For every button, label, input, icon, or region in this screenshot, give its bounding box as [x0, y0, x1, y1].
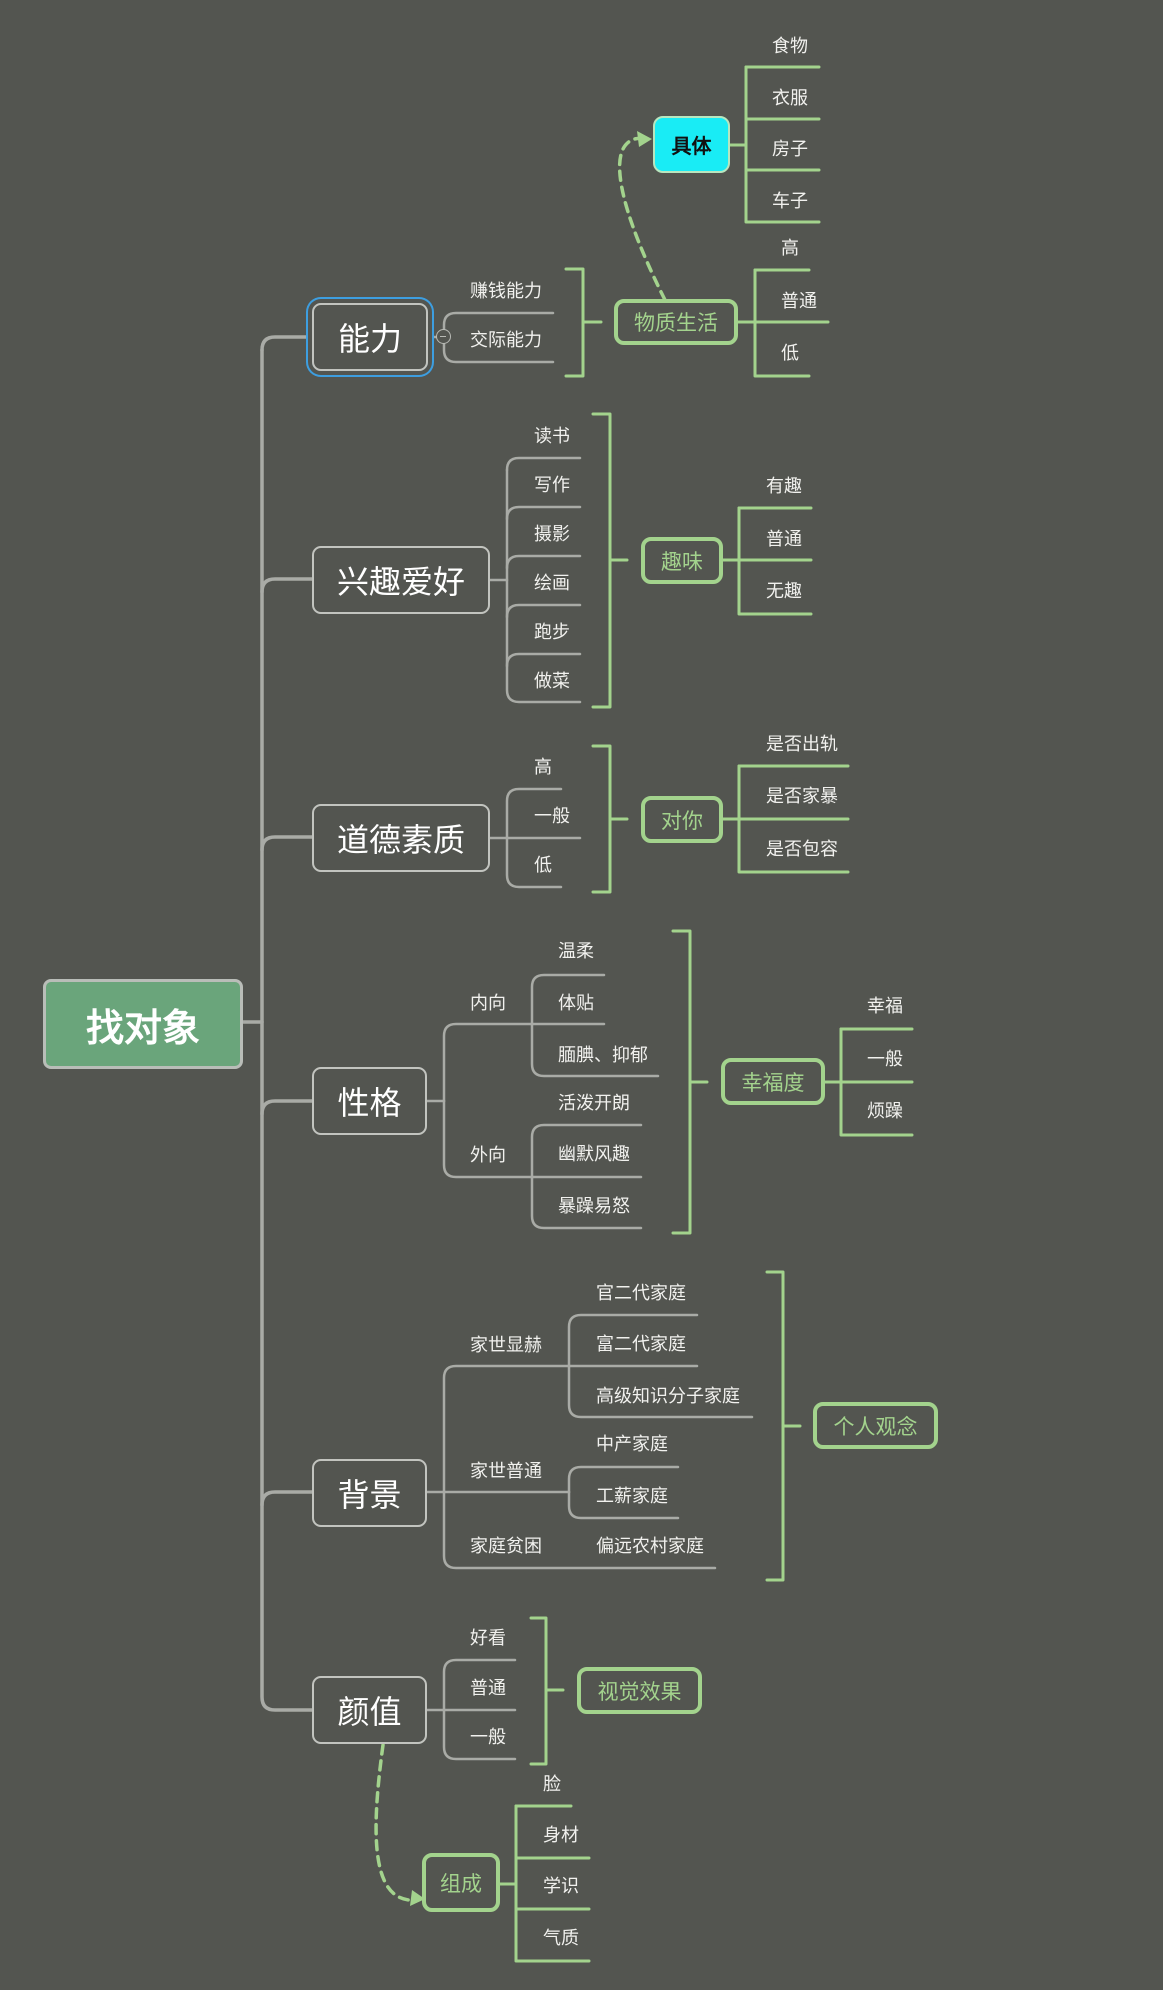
summary-brackets [497, 65, 914, 1963]
personality-group[interactable]: 外向 [470, 1145, 506, 1166]
composition-item[interactable]: 学识 [543, 1876, 579, 1897]
hobby-item[interactable]: 读书 [534, 426, 570, 447]
personality-item[interactable]: 温柔 [558, 941, 594, 962]
concrete-item[interactable]: 车子 [772, 191, 808, 212]
hobby-summary-level[interactable]: 有趣 [766, 476, 802, 497]
background-group[interactable]: 家世显赫 [470, 1335, 542, 1356]
personality-summary-level[interactable]: 烦躁 [867, 1101, 903, 1122]
hobby-item[interactable]: 跑步 [534, 622, 570, 643]
morality-summary[interactable]: 对你 [641, 796, 723, 843]
background-group[interactable]: 家庭贫困 [470, 1536, 542, 1557]
hobby-item[interactable]: 绘画 [534, 573, 570, 594]
personality-item[interactable]: 活泼开朗 [558, 1093, 630, 1114]
morality-item[interactable]: 高 [534, 757, 552, 778]
composition-item[interactable]: 气质 [543, 1928, 579, 1949]
morality-summary-level[interactable]: 是否包容 [766, 839, 838, 860]
personality-item[interactable]: 幽默风趣 [558, 1144, 630, 1165]
topic-background[interactable]: 背景 [312, 1459, 427, 1527]
collapse-icon[interactable] [436, 329, 451, 344]
personality-item[interactable]: 腼腆、抑郁 [558, 1045, 648, 1066]
appearance-item[interactable]: 普通 [470, 1678, 506, 1699]
background-item[interactable]: 高级知识分子家庭 [596, 1386, 740, 1407]
morality-item[interactable]: 一般 [534, 806, 570, 827]
concrete-item[interactable]: 房子 [772, 139, 808, 160]
hobby-item[interactable]: 做菜 [534, 671, 570, 692]
hobby-summary-level[interactable]: 普通 [766, 529, 802, 550]
concrete-node[interactable]: 具体 [653, 116, 730, 173]
concrete-item[interactable]: 食物 [772, 36, 808, 57]
hobby-summary-level[interactable]: 无趣 [766, 581, 802, 602]
relationship-links [374, 136, 667, 1902]
background-item[interactable]: 工薪家庭 [596, 1486, 668, 1507]
topic-hobbies[interactable]: 兴趣爱好 [312, 546, 490, 614]
appearance-item[interactable]: 一般 [470, 1727, 506, 1748]
background-item[interactable]: 偏远农村家庭 [596, 1536, 704, 1557]
hobby-item[interactable]: 写作 [534, 475, 570, 496]
topic-appearance[interactable]: 颜值 [312, 1676, 427, 1744]
ability-summary-level[interactable]: 低 [781, 343, 799, 364]
morality-item[interactable]: 低 [534, 855, 552, 876]
ability-summary[interactable]: 物质生活 [614, 299, 738, 345]
morality-summary-level[interactable]: 是否出轨 [766, 734, 838, 755]
morality-summary-level[interactable]: 是否家暴 [766, 786, 838, 807]
ability-item[interactable]: 赚钱能力 [470, 281, 542, 302]
topic-personality[interactable]: 性格 [312, 1067, 427, 1135]
background-summary[interactable]: 个人观念 [813, 1402, 938, 1449]
topic-morality[interactable]: 道德素质 [312, 804, 490, 872]
background-group[interactable]: 家世普通 [470, 1461, 542, 1482]
hobby-summary[interactable]: 趣味 [641, 537, 723, 584]
hobby-item[interactable]: 摄影 [534, 524, 570, 545]
topic-child-branches [425, 311, 754, 1761]
background-item[interactable]: 官二代家庭 [596, 1283, 686, 1304]
ability-item[interactable]: 交际能力 [470, 330, 542, 351]
personality-item[interactable]: 体贴 [558, 993, 594, 1014]
composition-item[interactable]: 脸 [543, 1774, 561, 1795]
root-branches [241, 335, 314, 1712]
concrete-item[interactable]: 衣服 [772, 88, 808, 109]
ability-summary-level[interactable]: 高 [781, 238, 799, 259]
appearance-summary[interactable]: 视觉效果 [577, 1667, 702, 1714]
root-topic[interactable]: 找对象 [43, 979, 243, 1069]
personality-summary-level[interactable]: 一般 [867, 1049, 903, 1070]
arrowheads [410, 131, 652, 1906]
composition-item[interactable]: 身材 [543, 1825, 579, 1846]
background-item[interactable]: 富二代家庭 [596, 1334, 686, 1355]
appearance-item[interactable]: 好看 [470, 1628, 506, 1649]
personality-group[interactable]: 内向 [470, 993, 506, 1014]
background-item[interactable]: 中产家庭 [596, 1434, 668, 1455]
topic-ability[interactable]: 能力 [312, 303, 428, 371]
ability-summary-level[interactable]: 普通 [781, 291, 817, 312]
personality-item[interactable]: 暴躁易怒 [558, 1196, 630, 1217]
personality-summary-level[interactable]: 幸福 [867, 996, 903, 1017]
personality-summary[interactable]: 幸福度 [721, 1058, 825, 1105]
composition-node[interactable]: 组成 [422, 1853, 500, 1912]
